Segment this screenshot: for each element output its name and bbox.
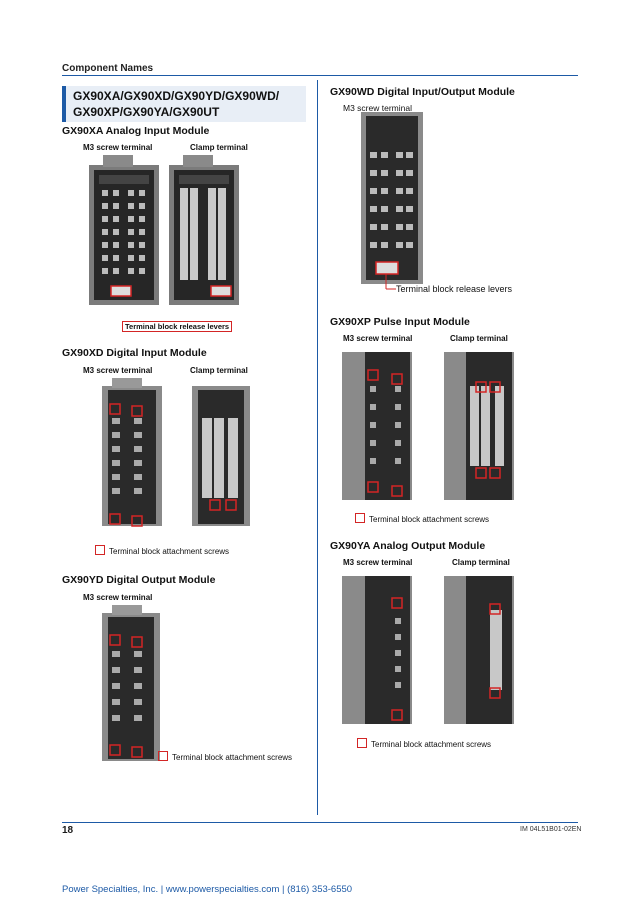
gx90xd-clamp-label: Clamp terminal bbox=[190, 366, 248, 375]
page-title-line1: GX90XA/GX90XD/GX90YD/GX90WD/ bbox=[73, 89, 280, 103]
gx90ya-module-images bbox=[342, 576, 514, 724]
gx90xa-title: GX90XA Analog Input Module bbox=[62, 125, 210, 137]
gx90wd-module-image bbox=[361, 112, 423, 290]
gx90xp-screw-label: M3 screw terminal bbox=[343, 334, 413, 343]
gx90xd-title: GX90XD Digital Input Module bbox=[62, 347, 207, 359]
gx90xa-screw-label: M3 screw terminal bbox=[83, 143, 153, 152]
gx90xd-legend: Terminal block attachment screws bbox=[95, 545, 229, 556]
page-title-line2: GX90XP/GX90YA/GX90UT bbox=[73, 105, 220, 119]
gx90yd-legend: Terminal block attachment screws bbox=[158, 751, 292, 762]
red-square-icon bbox=[357, 738, 367, 748]
gx90ya-title: GX90YA Analog Output Module bbox=[330, 540, 486, 552]
gx90wd-screw-label: M3 screw terminal bbox=[343, 103, 412, 113]
gx90ya-screw-label: M3 screw terminal bbox=[343, 558, 413, 567]
gx90xp-title: GX90XP Pulse Input Module bbox=[330, 316, 470, 328]
footer-rule bbox=[62, 822, 578, 823]
document-id: IM 04L51B01-02EN bbox=[520, 826, 582, 833]
gx90xa-clamp-label: Clamp terminal bbox=[190, 143, 248, 152]
gx90yd-screw-label: M3 screw terminal bbox=[83, 593, 153, 602]
column-divider bbox=[317, 80, 318, 815]
gx90xp-legend: Terminal block attachment screws bbox=[355, 513, 489, 524]
gx90wd-title: GX90WD Digital Input/Output Module bbox=[330, 86, 515, 98]
red-square-icon bbox=[95, 545, 105, 555]
gx90xd-module-images bbox=[102, 378, 250, 527]
gx90yd-title: GX90YD Digital Output Module bbox=[62, 574, 216, 586]
gx90ya-clamp-label: Clamp terminal bbox=[452, 558, 510, 567]
red-square-icon bbox=[355, 513, 365, 523]
section-header: Component Names bbox=[62, 63, 154, 74]
gx90wd-release-label: Terminal block release levers bbox=[396, 284, 513, 294]
contact-footer[interactable]: Power Specialties, Inc. | www.powerspeci… bbox=[62, 884, 353, 895]
gx90yd-module-image bbox=[102, 605, 160, 761]
header-rule bbox=[62, 75, 578, 76]
gx90xa-release-label: Terminal block release levers bbox=[122, 321, 233, 332]
gx90xp-module-images bbox=[342, 352, 514, 500]
gx90xp-clamp-label: Clamp terminal bbox=[450, 334, 508, 343]
gx90ya-legend: Terminal block attachment screws bbox=[357, 738, 491, 749]
gx90xa-module-images bbox=[89, 155, 239, 305]
red-square-icon bbox=[158, 751, 168, 761]
page-title: GX90XA/GX90XD/GX90YD/GX90WD/ GX90XP/GX90… bbox=[62, 86, 306, 122]
page-number: 18 bbox=[62, 825, 74, 836]
gx90xd-screw-label: M3 screw terminal bbox=[83, 366, 153, 375]
